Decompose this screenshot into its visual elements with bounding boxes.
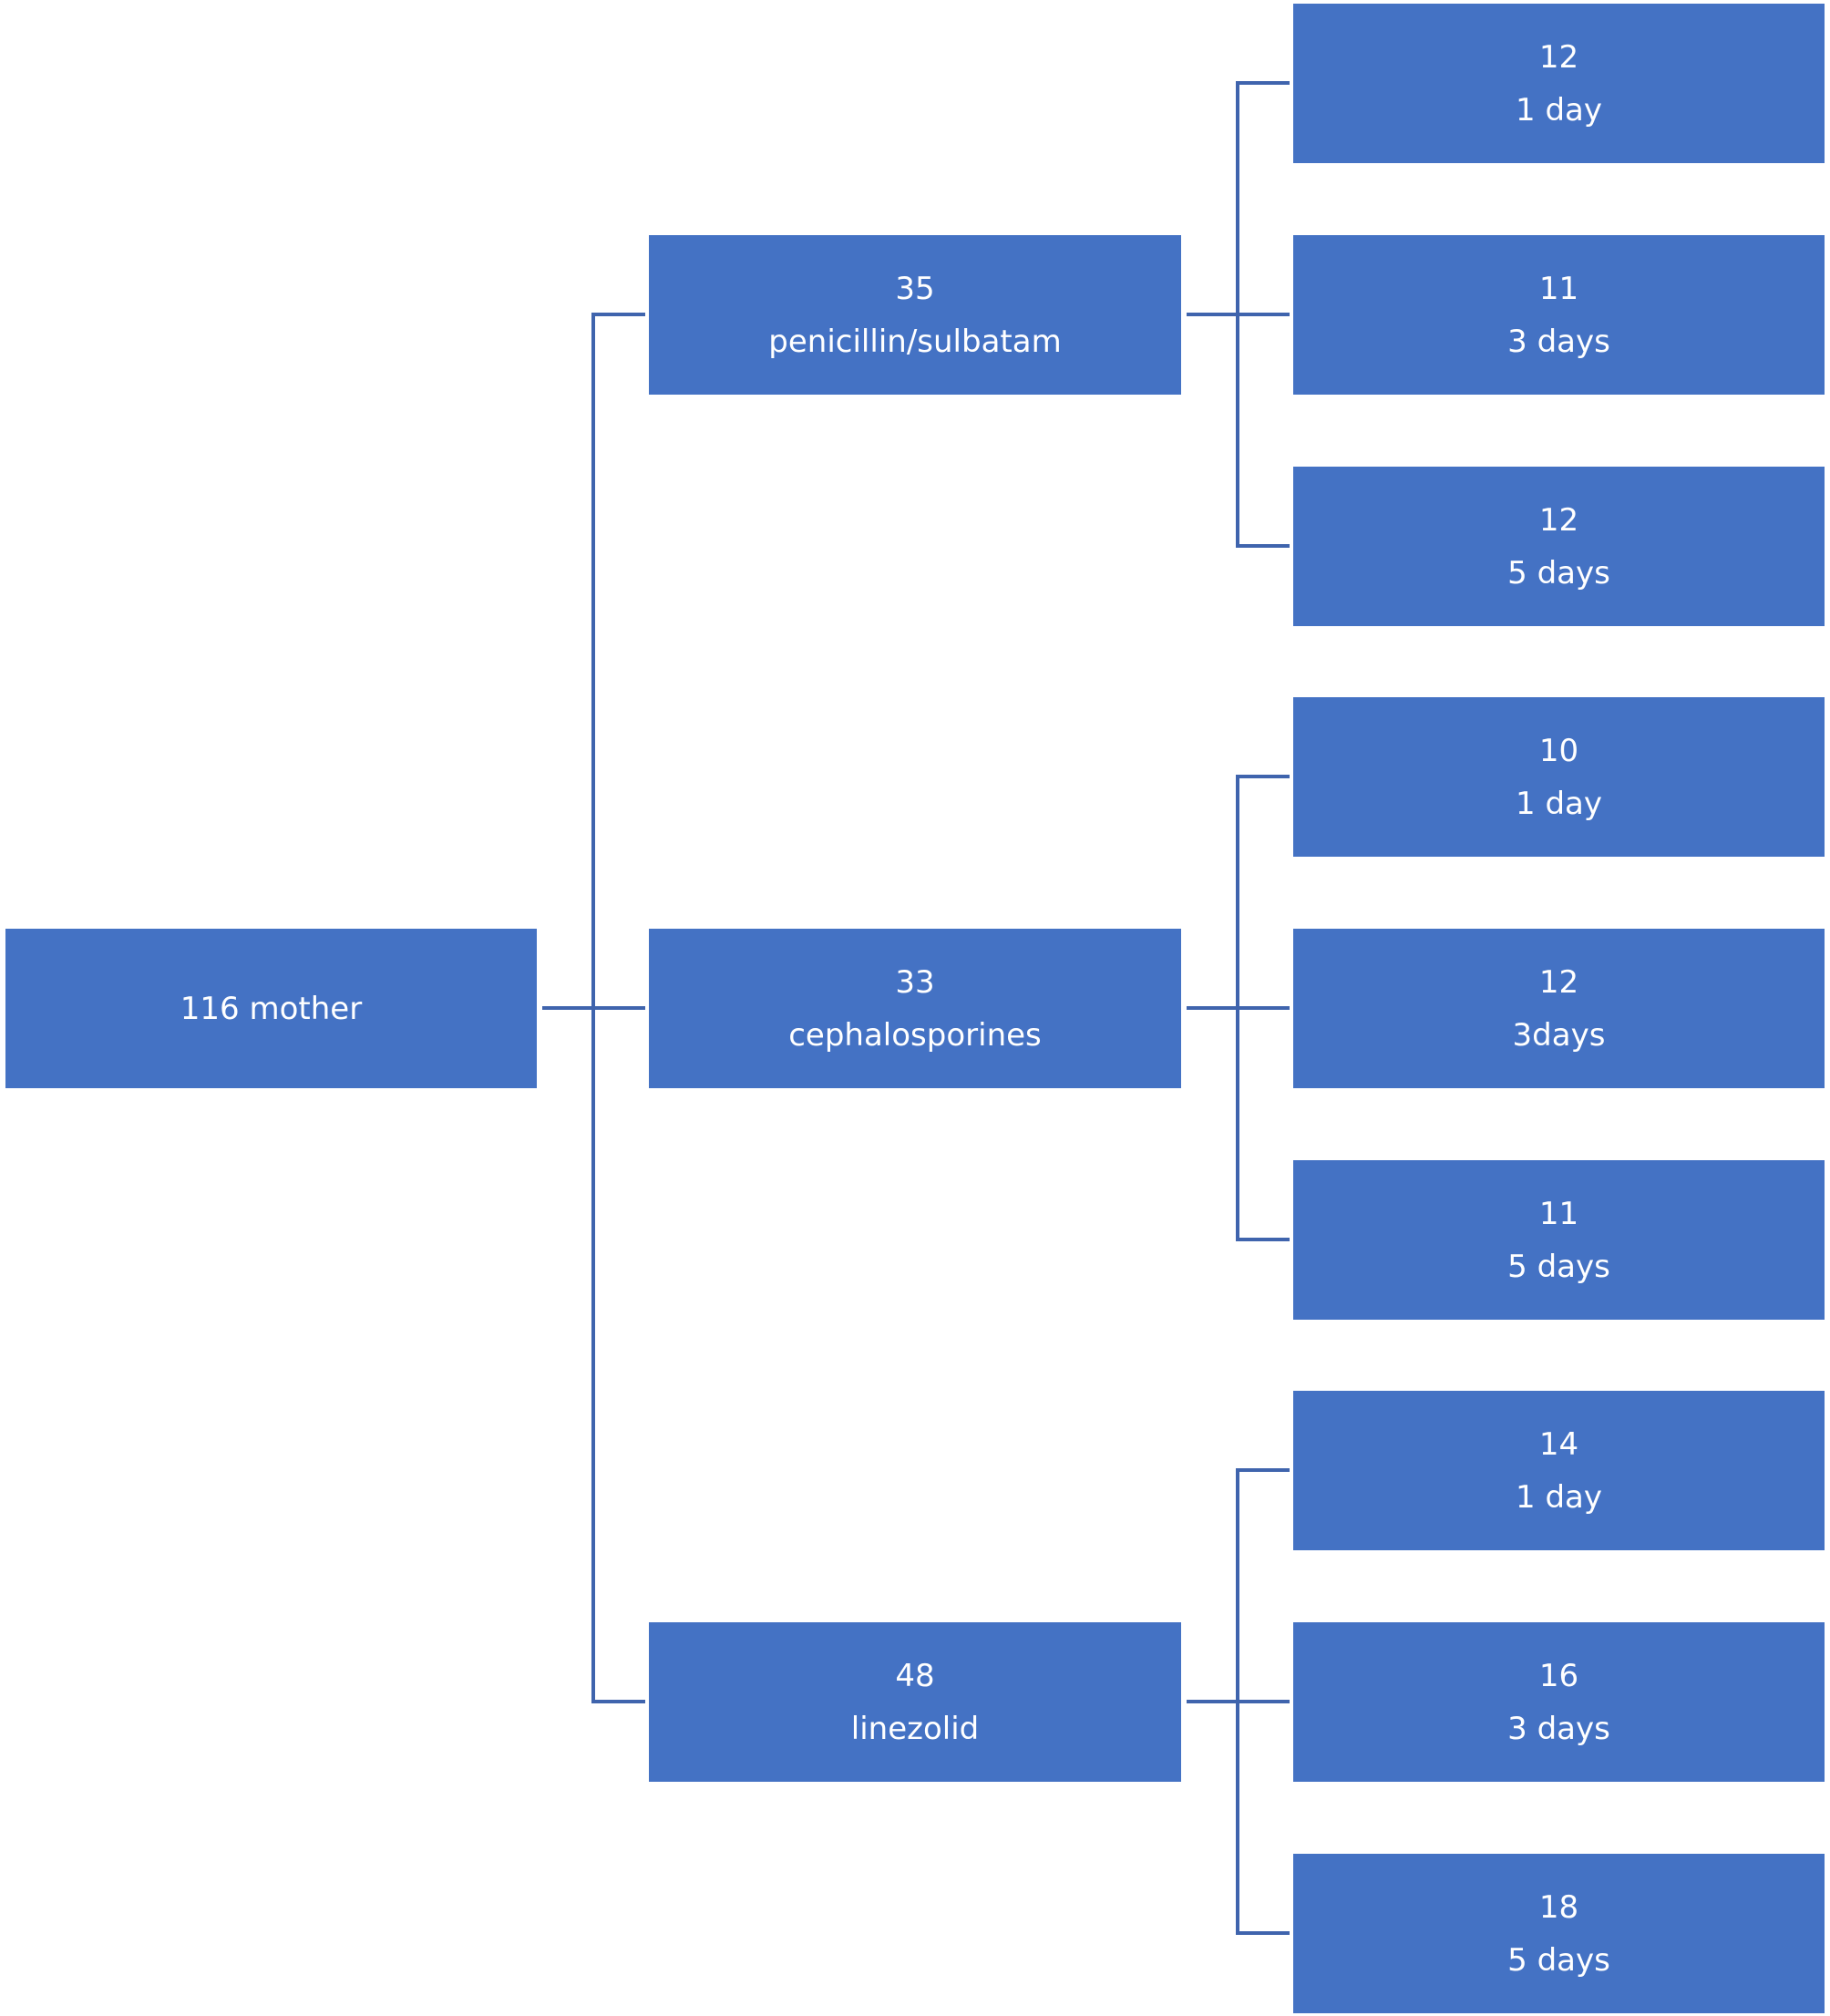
leaf-node: 14 1 day [1293, 1391, 1825, 1550]
leaf-count: 12 [1538, 38, 1579, 76]
group-node-linezolid: 48 linezolid [649, 1622, 1181, 1782]
leaf-count: 18 [1538, 1888, 1579, 1926]
leaf-node: 11 5 days [1293, 1160, 1825, 1320]
leaf-count: 11 [1538, 1195, 1579, 1232]
leaf-count: 14 [1538, 1425, 1579, 1463]
leaf-duration: 5 days [1507, 1941, 1610, 1979]
group-count: 35 [895, 270, 935, 307]
leaf-node: 18 5 days [1293, 1854, 1825, 2013]
leaf-duration: 1 day [1516, 1478, 1602, 1516]
connector-root [542, 313, 645, 1703]
leaf-duration: 3days [1512, 1016, 1606, 1054]
group-node-cephalosporines: 33 cephalosporines [649, 929, 1181, 1088]
root-label: 116 mother [180, 990, 363, 1027]
leaf-duration: 1 day [1516, 785, 1602, 822]
leaf-count: 16 [1538, 1657, 1579, 1694]
leaf-duration: 3 days [1507, 1710, 1610, 1747]
leaf-duration: 3 days [1507, 323, 1610, 360]
leaf-duration: 1 day [1516, 91, 1602, 129]
leaf-count: 12 [1538, 963, 1579, 1001]
leaf-count: 10 [1538, 732, 1579, 769]
leaf-node: 10 1 day [1293, 697, 1825, 857]
group-count: 33 [895, 963, 935, 1001]
connector-group-1 [1187, 775, 1290, 1241]
group-label: cephalosporines [788, 1016, 1042, 1054]
leaf-node: 12 5 days [1293, 467, 1825, 626]
leaf-duration: 5 days [1507, 1248, 1610, 1285]
leaf-node: 12 3days [1293, 929, 1825, 1088]
leaf-count: 12 [1538, 501, 1579, 539]
group-node-penicillin: 35 penicillin/sulbatam [649, 235, 1181, 395]
leaf-node: 16 3 days [1293, 1622, 1825, 1782]
group-count: 48 [895, 1657, 935, 1694]
connector-group-0 [1187, 81, 1290, 548]
group-label: penicillin/sulbatam [768, 323, 1062, 360]
root-node: 116 mother [5, 929, 537, 1088]
leaf-node: 11 3 days [1293, 235, 1825, 395]
group-label: linezolid [850, 1710, 980, 1747]
leaf-count: 11 [1538, 270, 1579, 307]
leaf-duration: 5 days [1507, 554, 1610, 591]
connector-group-2 [1187, 1468, 1290, 1935]
leaf-node: 12 1 day [1293, 4, 1825, 163]
